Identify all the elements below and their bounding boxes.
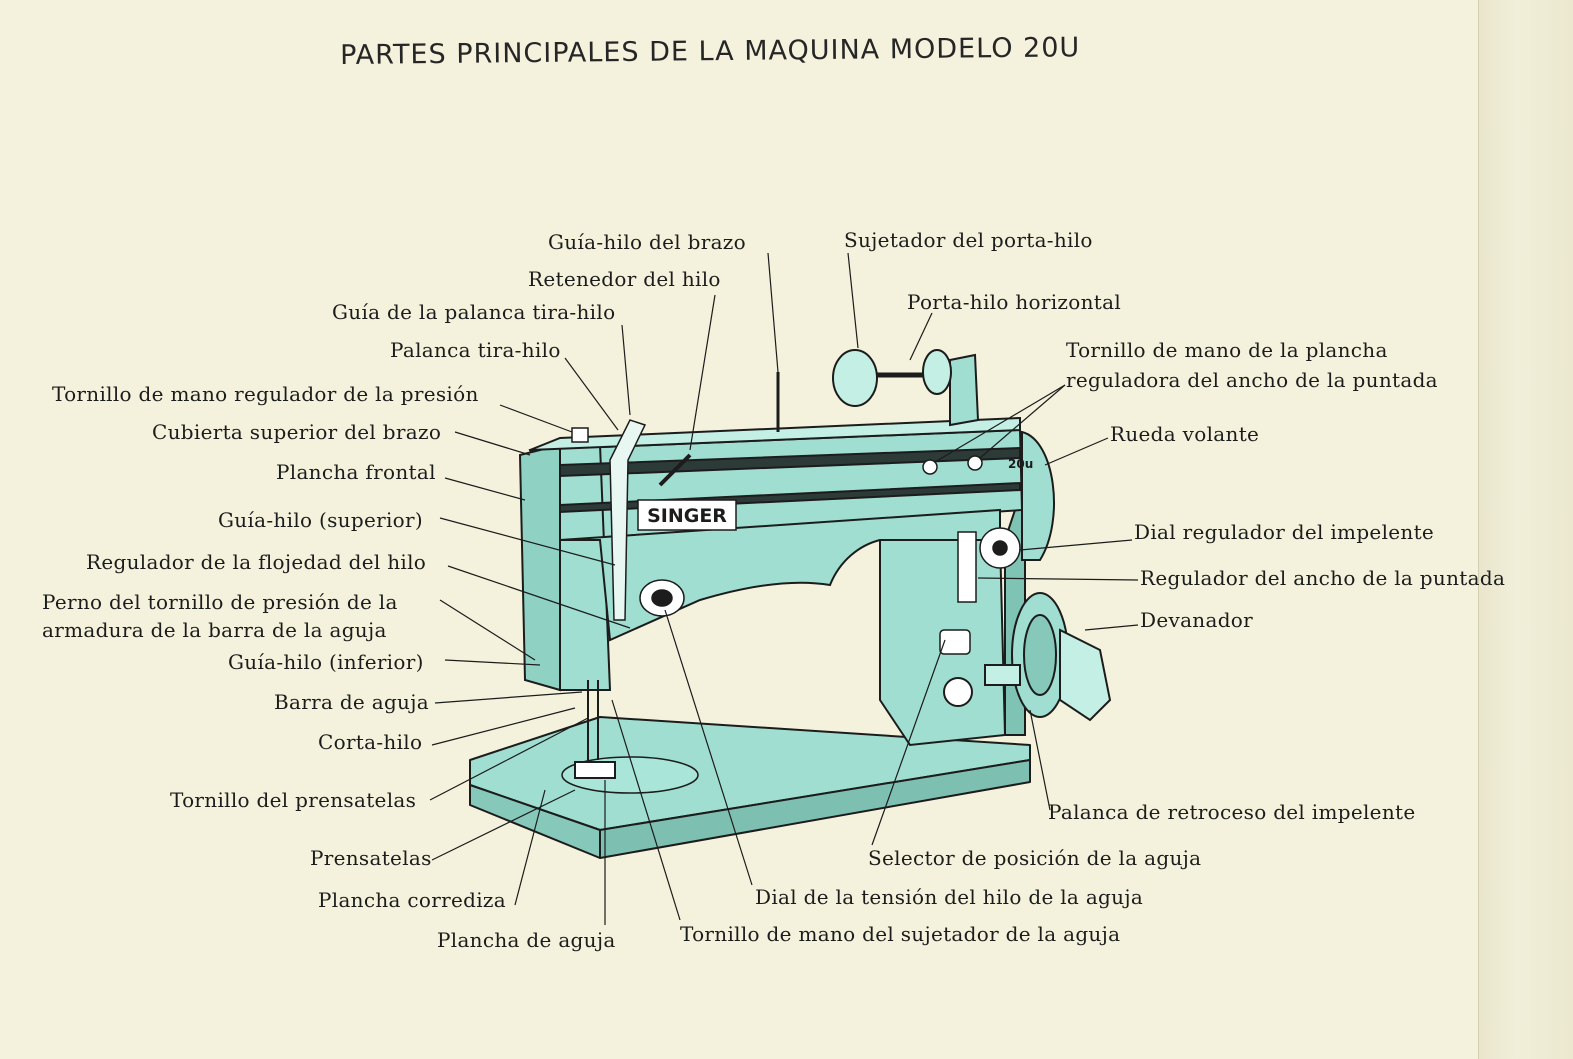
- brand-logo: SINGER: [647, 505, 727, 527]
- label-dial-impelente: Dial regulador del impelente: [1134, 520, 1434, 544]
- label-plancha-aguja: Plancha de aguja: [437, 928, 616, 952]
- label-rueda-volante: Rueda volante: [1110, 422, 1259, 446]
- label-plancha-frontal: Plancha frontal: [276, 460, 436, 484]
- label-guia-hilo-superior: Guía-hilo (superior): [218, 508, 423, 532]
- spool-holder: [833, 350, 978, 425]
- zigzag-lever: [958, 532, 976, 602]
- label-regulador-ancho: Regulador del ancho de la puntada: [1140, 566, 1505, 590]
- width-plate-screw-1: [923, 460, 937, 474]
- label-corta-hilo: Corta-hilo: [318, 730, 422, 754]
- spool-right: [923, 350, 951, 394]
- spool-left: [833, 350, 877, 406]
- label-cubierta-superior: Cubierta superior del brazo: [152, 420, 441, 444]
- label-barra-aguja: Barra de aguja: [274, 690, 429, 714]
- label-perno-2: armadura de la barra de la aguja: [42, 618, 387, 642]
- label-plancha-corrediza: Plancha corrediza: [318, 888, 506, 912]
- label-devanador: Devanador: [1140, 608, 1253, 632]
- label-palanca-tira-hilo: Palanca tira-hilo: [390, 338, 561, 362]
- label-sujetador-porta-hilo: Sujetador del porta-hilo: [844, 228, 1093, 252]
- tension-dial: [640, 580, 684, 616]
- label-tornillo-presion: Tornillo de mano regulador de la presión: [52, 382, 479, 406]
- label-tornillo-prensatelas: Tornillo del prensatelas: [170, 788, 416, 812]
- label-tornillo-plancha-2: reguladora del ancho de la puntada: [1066, 368, 1438, 392]
- model-badge: 20u: [1008, 457, 1033, 471]
- label-guia-hilo-inferior: Guía-hilo (inferior): [228, 650, 424, 674]
- label-regulador-flojedad: Regulador de la flojedad del hilo: [86, 550, 426, 574]
- label-prensatelas: Prensatelas: [310, 846, 432, 870]
- label-retenedor-hilo: Retenedor del hilo: [528, 267, 721, 291]
- label-guia-palanca-tira-hilo: Guía de la palanca tira-hilo: [332, 300, 615, 324]
- singer-emblem: [944, 678, 972, 706]
- label-selector-posicion: Selector de posición de la aguja: [868, 846, 1201, 870]
- label-palanca-retroceso: Palanca de retroceso del impelente: [1048, 800, 1415, 824]
- label-guia-hilo-brazo: Guía-hilo del brazo: [548, 230, 746, 254]
- label-perno-1: Perno del tornillo de presión de la: [42, 590, 398, 614]
- width-plate-screw-2: [968, 456, 982, 470]
- stitch-dial: [980, 528, 1020, 568]
- label-tornillo-sujetador-aguja: Tornillo de mano del sujetador de la agu…: [680, 922, 1120, 946]
- pressure-screw: [572, 428, 588, 442]
- label-porta-hilo-horizontal: Porta-hilo horizontal: [907, 290, 1121, 314]
- flywheel: [1022, 432, 1054, 560]
- label-dial-tension: Dial de la tensión del hilo de la aguja: [755, 885, 1143, 909]
- label-tornillo-plancha-1: Tornillo de mano de la plancha: [1066, 338, 1388, 362]
